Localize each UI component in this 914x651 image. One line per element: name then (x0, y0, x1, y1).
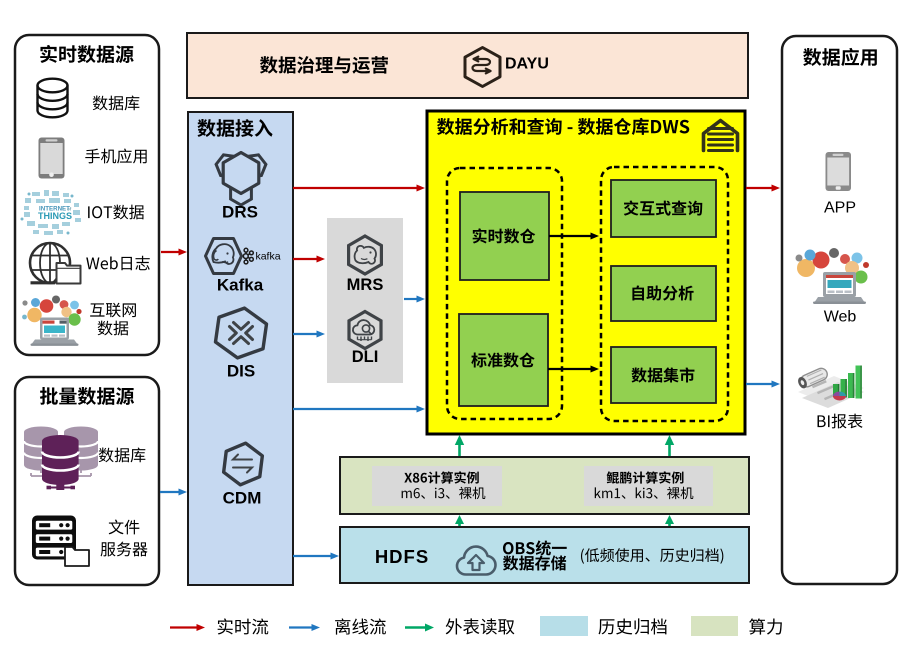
svg-text:Web: Web (824, 309, 857, 326)
svg-text:Kafka: Kafka (217, 276, 264, 295)
svg-text:of: of (67, 207, 72, 212)
svg-text:CDM: CDM (223, 489, 262, 508)
svg-text:DIS: DIS (227, 362, 255, 381)
svg-text:DLI: DLI (352, 348, 379, 366)
svg-text:THINGS: THINGS (38, 211, 72, 221)
svg-text:APP: APP (824, 200, 856, 217)
svg-text:DRS: DRS (222, 203, 258, 222)
svg-text:kafka: kafka (255, 251, 280, 263)
svg-text:INTERNET: INTERNET (39, 206, 70, 213)
svg-text:HDFS: HDFS (375, 546, 429, 567)
svg-text:DAYU: DAYU (505, 56, 549, 73)
svg-text:MRS: MRS (347, 276, 384, 294)
